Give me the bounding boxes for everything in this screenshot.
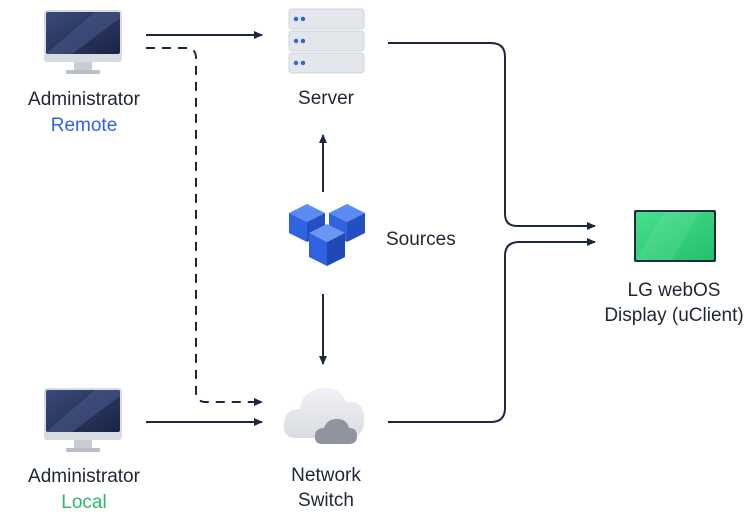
- connector-switch-to-display: [388, 238, 596, 423]
- connector-remote-to-switch-dashed: [146, 47, 263, 406]
- cubes-icon: [289, 204, 365, 266]
- network-switch-label-line1: Network: [291, 465, 361, 486]
- connector-server-to-display: [388, 42, 596, 230]
- sources-label: Sources: [386, 229, 456, 250]
- admin-remote-title: Administrator: [28, 89, 140, 110]
- display-label-line1: LG webOS: [627, 280, 721, 301]
- admin-local-subtitle: Local: [61, 492, 107, 513]
- admin-remote-subtitle: Remote: [50, 115, 118, 136]
- cloud-icon: [283, 387, 365, 444]
- server-rack-icon: [288, 8, 365, 74]
- display-icon: [634, 210, 716, 262]
- admin-local-title: Administrator: [28, 466, 140, 487]
- monitor-icon: [44, 10, 122, 74]
- server-label: Server: [298, 88, 354, 109]
- display-label-line2: Display (uClient): [604, 305, 744, 326]
- monitor-icon: [44, 388, 122, 452]
- network-switch-label-line2: Switch: [298, 490, 354, 511]
